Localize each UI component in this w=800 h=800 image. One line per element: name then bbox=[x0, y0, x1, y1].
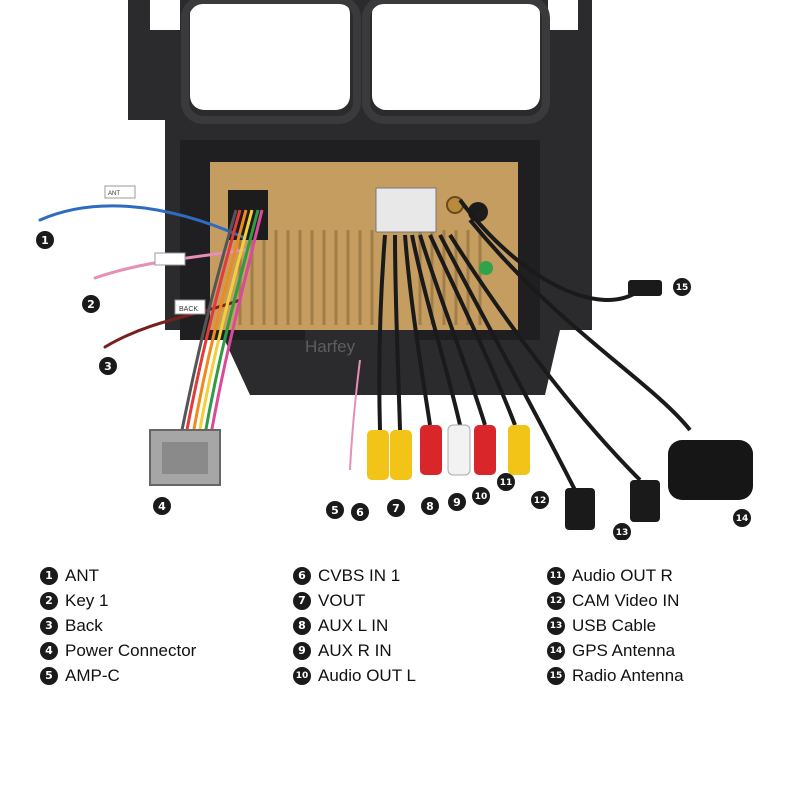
callout-12: 12 bbox=[531, 491, 549, 509]
legend-label: AUX L IN bbox=[318, 615, 389, 635]
legend-label: Key 1 bbox=[65, 590, 109, 610]
number-badge: 1 bbox=[40, 566, 58, 585]
ant-wire-tag: ANT bbox=[108, 191, 120, 197]
legend-column-2: 6 CVBS IN 1 7 VOUT 8 AUX L IN 9 AUX R IN 10 A… bbox=[293, 563, 533, 688]
legend-item-8: 8 AUX L IN bbox=[293, 613, 533, 638]
svg-text:6: 6 bbox=[356, 506, 364, 519]
legend-item-2: 2 Key 1 bbox=[40, 588, 280, 613]
rca-cables bbox=[349, 198, 692, 501]
number-badge: 6 bbox=[293, 566, 311, 585]
callout-2: 2 bbox=[82, 295, 100, 313]
radio-antenna-plug bbox=[628, 280, 662, 296]
callout-11: 11 bbox=[497, 473, 515, 491]
legend-column-3: 11 Audio OUT R 12 CAM Video IN 13 USB Cable… bbox=[547, 563, 787, 688]
svg-text:4: 4 bbox=[158, 500, 166, 513]
legend-label: USB Cable bbox=[572, 615, 657, 635]
number-badge: 14 bbox=[547, 641, 565, 660]
svg-text:15: 15 bbox=[676, 283, 689, 293]
callout-14: 14 bbox=[733, 509, 751, 527]
number-badge: 5 bbox=[40, 666, 58, 685]
svg-text:11: 11 bbox=[500, 478, 513, 488]
legend-item-5: 5 AMP-C bbox=[40, 663, 280, 688]
legend-label: Power Connector bbox=[65, 640, 197, 660]
legend-label: VOUT bbox=[318, 590, 366, 610]
number-badge: 2 bbox=[40, 591, 58, 610]
legend-label: Audio OUT R bbox=[572, 565, 673, 585]
number-badge: 13 bbox=[547, 616, 565, 635]
number-badge: 10 bbox=[293, 666, 311, 685]
number-badge: 4 bbox=[40, 641, 58, 660]
legend-item-13: 13 USB Cable bbox=[547, 613, 787, 638]
svg-text:9: 9 bbox=[453, 496, 461, 509]
legend-item-11: 11 Audio OUT R bbox=[547, 563, 787, 588]
callout-8: 8 bbox=[421, 497, 439, 515]
callout-6: 6 bbox=[351, 503, 369, 521]
legend-item-12: 12 CAM Video IN bbox=[547, 588, 787, 613]
legend-item-6: 6 CVBS IN 1 bbox=[293, 563, 533, 588]
legend-item-4: 4 Power Connector bbox=[40, 638, 280, 663]
number-badge: 3 bbox=[40, 616, 58, 635]
gps-antenna bbox=[668, 440, 753, 500]
svg-text:1: 1 bbox=[41, 234, 49, 247]
callout-13: 13 bbox=[613, 523, 631, 540]
number-badge: 9 bbox=[293, 641, 311, 660]
metal-chassis bbox=[210, 162, 518, 330]
legend-item-14: 14 GPS Antenna bbox=[547, 638, 787, 663]
number-badge: 15 bbox=[547, 666, 565, 685]
callout-1: 1 bbox=[36, 231, 54, 249]
svg-text:13: 13 bbox=[616, 528, 629, 538]
legend-item-15: 15 Radio Antenna bbox=[547, 663, 787, 688]
number-badge: 12 bbox=[547, 591, 565, 610]
rca-plugs bbox=[367, 424, 530, 480]
legend-item-7: 7 VOUT bbox=[293, 588, 533, 613]
legend-label: Back bbox=[65, 615, 103, 635]
legend-column-1: 1 ANT 2 Key 1 3 Back 4 Power Connector 5 AMP-… bbox=[40, 563, 280, 688]
number-badge: 11 bbox=[547, 566, 565, 585]
legend-label: CVBS IN 1 bbox=[318, 565, 401, 585]
callout-5: 5 bbox=[326, 501, 344, 519]
callout-3: 3 bbox=[99, 357, 117, 375]
callout-10: 10 bbox=[472, 487, 490, 505]
legend-item-3: 3 Back bbox=[40, 613, 280, 638]
legend-label: GPS Antenna bbox=[572, 640, 676, 660]
svg-text:8: 8 bbox=[426, 500, 434, 513]
number-badge: 8 bbox=[293, 616, 311, 635]
usb-plugs bbox=[565, 480, 660, 530]
harness-bundle bbox=[178, 209, 264, 441]
legend-label: CAM Video IN bbox=[572, 590, 680, 610]
svg-text:3: 3 bbox=[104, 360, 112, 373]
back-wire-tag: BACK bbox=[179, 306, 198, 313]
svg-text:5: 5 bbox=[331, 504, 339, 517]
legend-item-10: 10 Audio OUT L bbox=[293, 663, 533, 688]
legend-item-1: 1 ANT bbox=[40, 563, 280, 588]
legend-label: AMP-C bbox=[65, 665, 120, 685]
callout-4: 4 bbox=[153, 497, 171, 515]
svg-text:12: 12 bbox=[534, 496, 547, 506]
svg-text:14: 14 bbox=[736, 514, 749, 524]
svg-text:10: 10 bbox=[475, 492, 488, 502]
legend-label: ANT bbox=[65, 565, 99, 585]
legend-item-9: 9 AUX R IN bbox=[293, 638, 533, 663]
legend-label: Radio Antenna bbox=[572, 665, 684, 685]
callout-15: 15 bbox=[673, 278, 691, 296]
wiring-harness-photo: Harfey BACK ANT bbox=[36, 0, 753, 540]
watermark-text: Harfey bbox=[305, 337, 356, 356]
number-badge: 7 bbox=[293, 591, 311, 610]
legend-label: Audio OUT L bbox=[318, 665, 416, 685]
svg-text:7: 7 bbox=[392, 502, 400, 515]
power-connector bbox=[149, 429, 221, 486]
svg-text:2: 2 bbox=[87, 298, 95, 311]
callout-7: 7 bbox=[387, 499, 405, 517]
callout-9: 9 bbox=[448, 493, 466, 511]
legend-label: AUX R IN bbox=[318, 640, 392, 660]
